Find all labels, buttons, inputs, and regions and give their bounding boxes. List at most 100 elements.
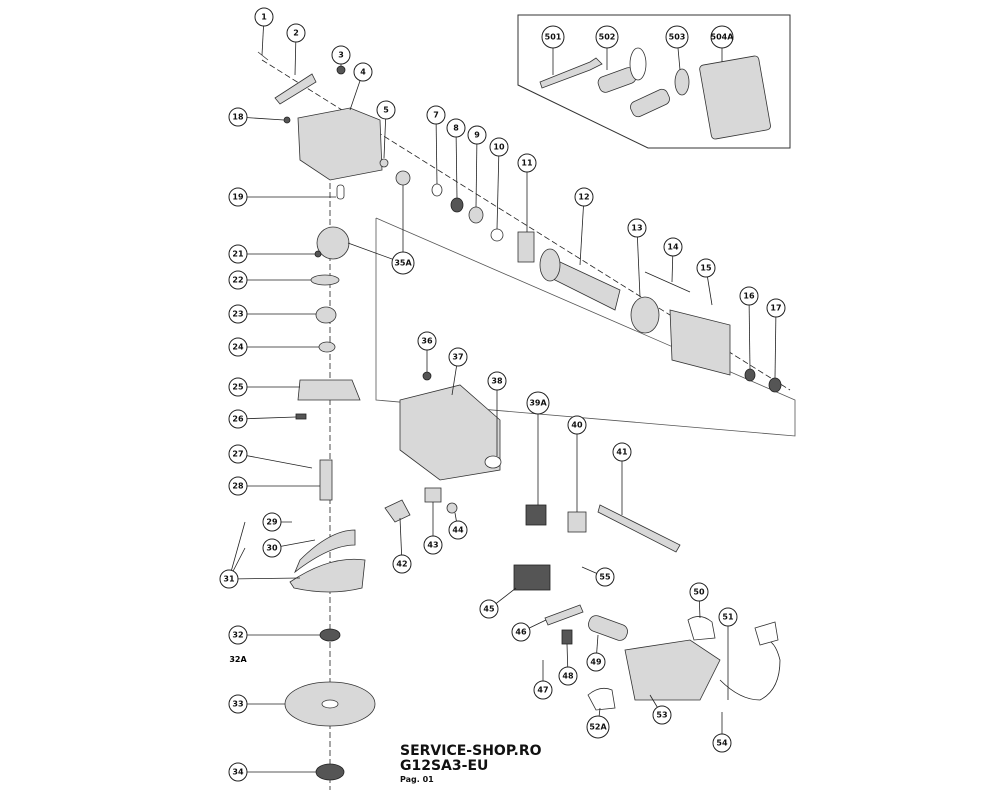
callout-label: 31	[223, 575, 235, 584]
leader-line-26	[237, 416, 297, 420]
bearing-holder-part	[297, 379, 361, 401]
part-32a-label: 32A	[229, 655, 247, 664]
wrench-part	[539, 57, 603, 89]
callout-circle	[417, 331, 437, 351]
callout-label: 1	[261, 13, 267, 22]
callout-label: 19	[232, 193, 244, 202]
callout-circle	[219, 569, 239, 589]
callout-15: 15	[696, 258, 716, 278]
callout-label: 34	[232, 768, 244, 777]
leader-line-10	[496, 146, 500, 230]
callout-504A: 504A	[710, 25, 735, 49]
callout-circle	[479, 599, 499, 619]
callout-label: 26	[232, 415, 244, 424]
callout-circle	[392, 554, 412, 574]
callout-label: 48	[562, 672, 574, 681]
callout-5: 5	[376, 100, 396, 120]
callout-circle	[652, 705, 672, 725]
footer: SERVICE-SHOP.RO G12SA3-EU Pag. 01	[400, 744, 542, 785]
callout-label: 44	[452, 526, 464, 535]
callout-circle	[586, 652, 606, 672]
callout-circle	[423, 535, 443, 555]
callout-circle	[541, 25, 565, 49]
callout-circle	[558, 666, 578, 686]
callout-39A: 39A	[526, 391, 550, 415]
callout-label: 55	[599, 573, 611, 582]
callout-circle	[228, 409, 248, 429]
callout-label: 2	[293, 29, 299, 38]
callout-circle	[228, 107, 248, 127]
callout-circle	[533, 680, 553, 700]
power-cord-part	[719, 639, 781, 701]
callout-38: 38	[487, 371, 507, 391]
callout-circle	[228, 244, 248, 264]
switch-block-part	[513, 564, 551, 591]
callout-21: 21	[228, 244, 248, 264]
callout-circle	[426, 105, 446, 125]
callout-label: 37	[452, 353, 463, 362]
callout-circle	[595, 25, 619, 49]
handle-part	[630, 88, 670, 118]
callout-label: 54	[716, 739, 728, 748]
leader-line-7	[435, 114, 438, 185]
callout-51: 51	[718, 607, 738, 627]
handle-cover-part	[624, 639, 721, 701]
callout-label: 45	[483, 605, 495, 614]
callout-8: 8	[446, 118, 466, 138]
switch-part	[525, 504, 547, 526]
wheel-guard-part	[289, 558, 366, 593]
carry-case-part	[699, 55, 771, 140]
callout-label: 23	[232, 310, 243, 319]
callout-23: 23	[228, 304, 248, 324]
callout-circle	[487, 371, 507, 391]
callout-circle	[526, 391, 550, 415]
leader-line-13	[636, 227, 641, 298]
callout-label: 40	[571, 421, 583, 430]
callout-circle	[696, 258, 716, 278]
callout-label: 18	[232, 113, 244, 122]
stator-part	[669, 309, 731, 376]
handle-guard-part	[629, 47, 647, 81]
accessories-box	[517, 14, 791, 149]
callout-circle	[228, 377, 248, 397]
callout-circle	[228, 444, 248, 464]
callout-circle	[228, 337, 248, 357]
callout-30: 30	[262, 538, 282, 558]
callout-43: 43	[423, 535, 443, 555]
callout-label: 33	[232, 700, 243, 709]
callout-label: 49	[590, 658, 602, 667]
callout-44: 44	[448, 520, 468, 540]
callout-40: 40	[567, 415, 587, 435]
callout-circle	[228, 476, 248, 496]
callout-26: 26	[228, 409, 248, 429]
callout-circle	[228, 625, 248, 645]
callout-circle	[489, 137, 509, 157]
callout-label: 501	[545, 33, 562, 42]
callout-label: 46	[515, 628, 527, 637]
leader-line-16	[748, 295, 751, 370]
callout-label: 35A	[394, 259, 412, 268]
callout-label: 14	[667, 243, 679, 252]
capacitor-part	[567, 511, 587, 533]
callout-label: 21	[232, 250, 244, 259]
callout-circle	[391, 251, 415, 275]
callout-circle	[448, 347, 468, 367]
callout-31: 31	[219, 569, 239, 589]
callout-label: 504A	[711, 33, 735, 42]
gear-cover-part	[297, 107, 383, 181]
callout-label: 9	[474, 131, 480, 140]
callout-16: 16	[739, 286, 759, 306]
callout-label: 12	[578, 193, 589, 202]
callout-label: 41	[616, 448, 628, 457]
callout-label: 30	[266, 544, 278, 553]
page-number: Pag. 01	[400, 775, 434, 784]
callout-circle	[228, 270, 248, 290]
callout-34: 34	[228, 762, 248, 782]
callout-label: 4	[360, 68, 366, 77]
tube-part	[588, 615, 628, 641]
callout-label: 15	[700, 264, 712, 273]
callout-32: 32	[228, 625, 248, 645]
bevel-gear-part	[316, 226, 350, 260]
callout-circle	[718, 607, 738, 627]
